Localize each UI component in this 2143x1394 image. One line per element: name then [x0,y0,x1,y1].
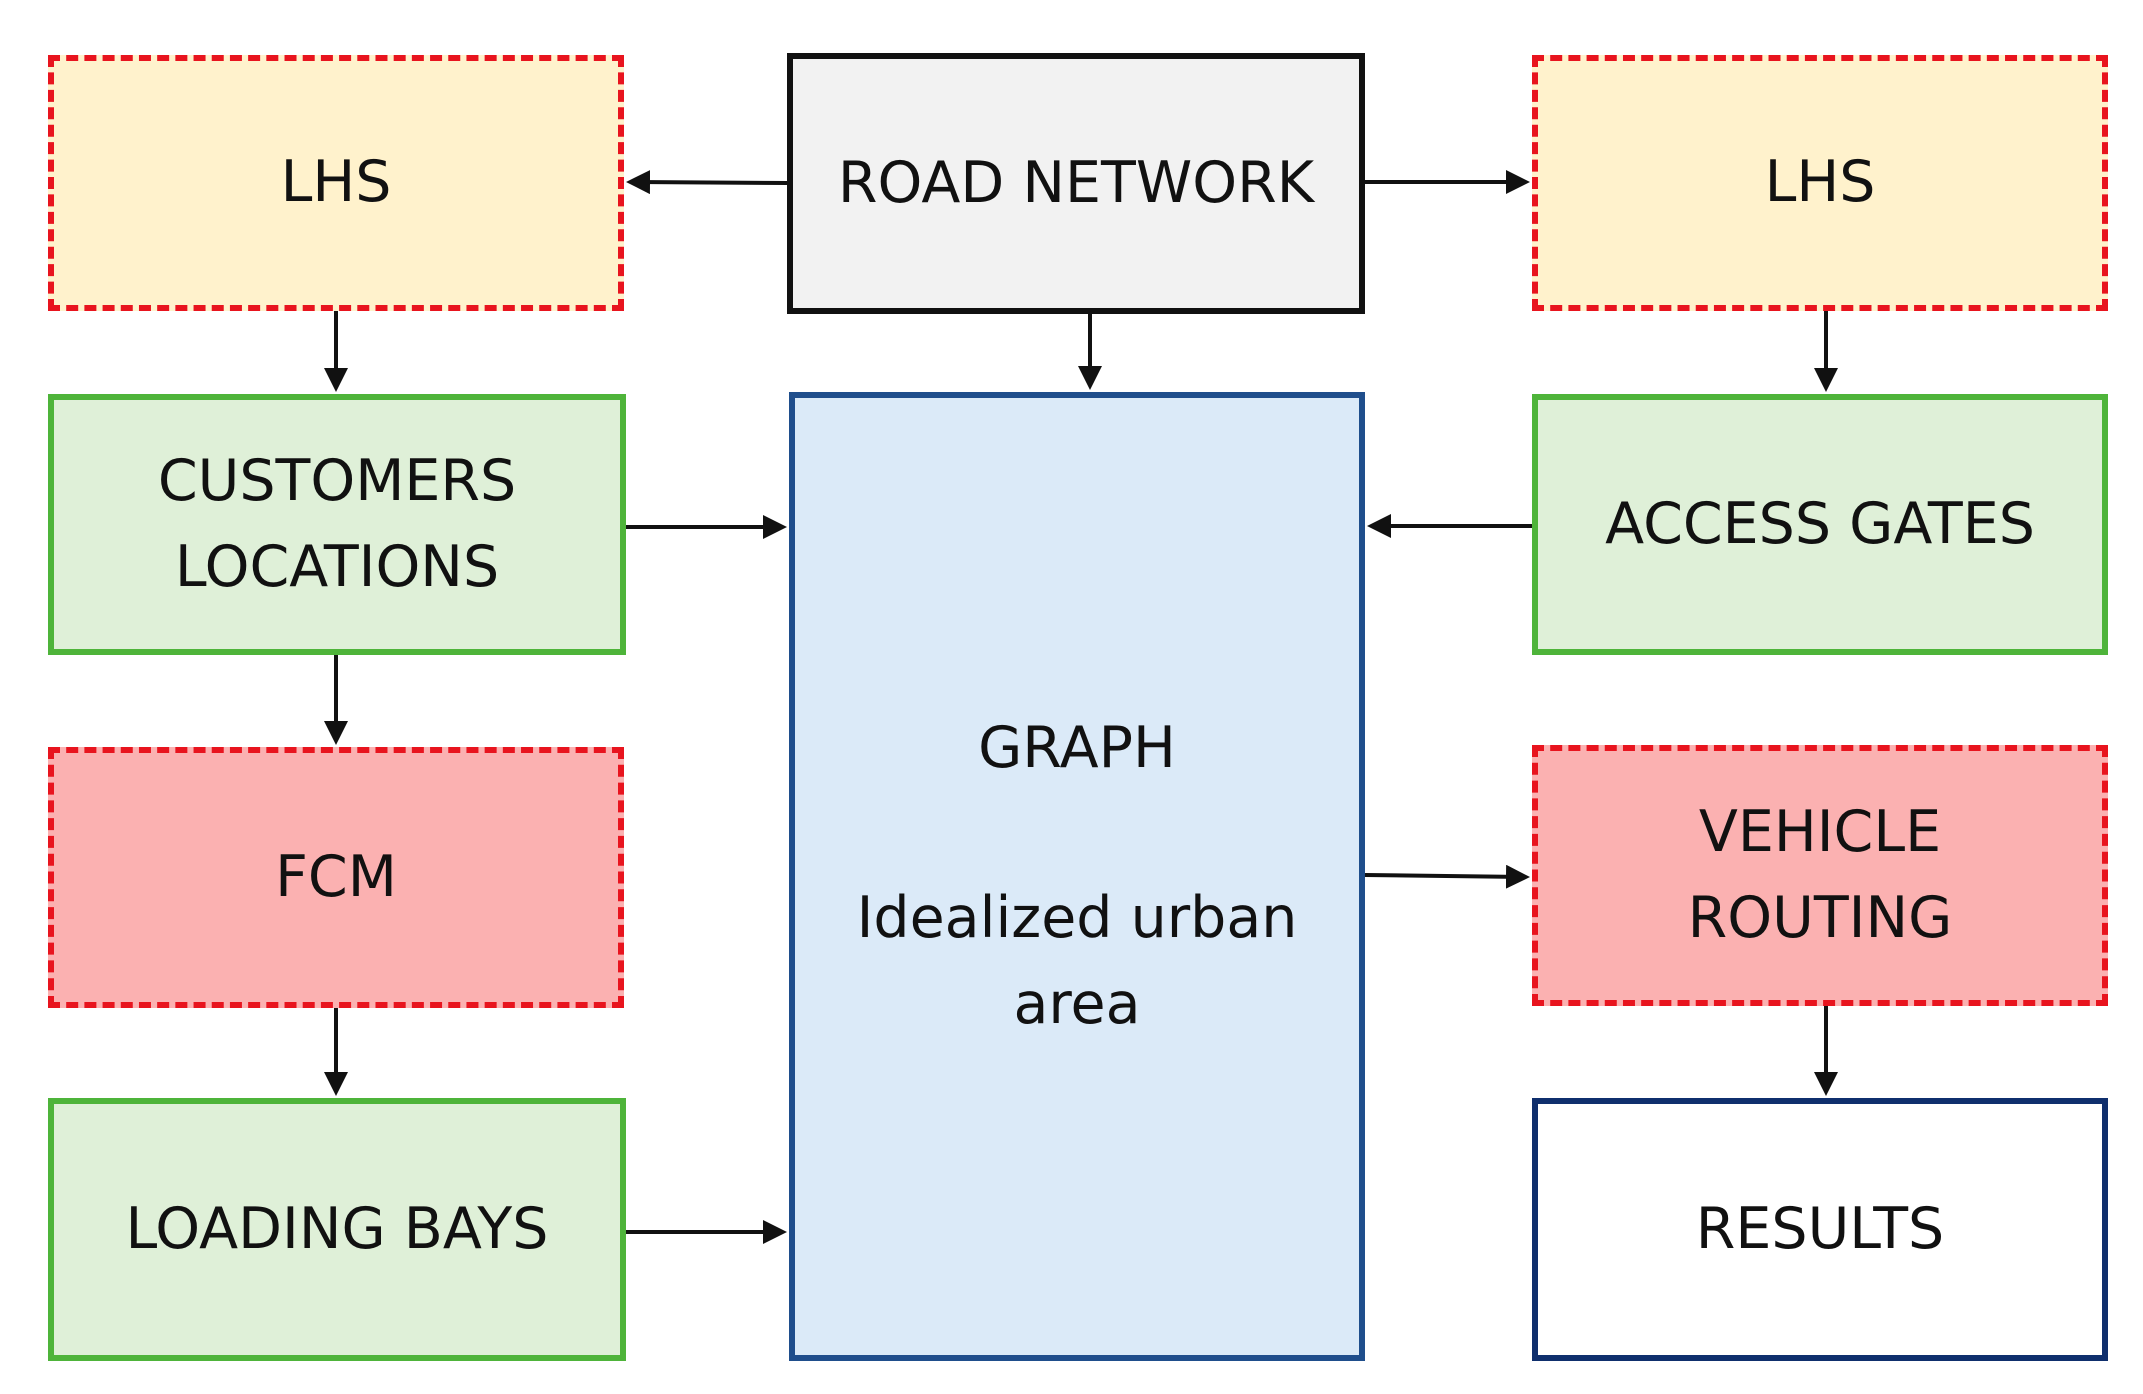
vehicle-routing-label-line2: ROUTING [1687,884,1953,951]
lhs-right-label: LHS [1764,149,1876,216]
arrow-graph-to-vehicle-routing [1364,864,1530,889]
customers-locations-label-line2: LOCATIONS [174,533,500,600]
graph-subtitle-line2: area [1013,970,1141,1037]
road-network-label: ROAD NETWORK [837,149,1315,216]
loading-bays-box: LOADING BAYS [48,1098,626,1361]
lhs-left-label: LHS [280,149,392,216]
graph-title: GRAPH [978,714,1176,781]
loading-bays-label: LOADING BAYS [125,1195,549,1262]
graph-box: GRAPH Idealized urban area [789,392,1365,1361]
lhs-left-box: LHS [48,55,624,311]
road-network-box: ROAD NETWORK [787,53,1365,314]
fcm-box: FCM [48,747,624,1008]
results-box: RESULTS [1532,1098,2108,1361]
vehicle-routing-label-line1: VEHICLE [1698,799,1942,865]
access-gates-box: ACCESS GATES [1532,394,2108,655]
graph-subtitle-line1: Idealized urban [856,885,1298,952]
results-label: RESULTS [1695,1195,1945,1262]
customers-locations-box: CUSTOMERS LOCATIONS [48,394,626,655]
arrow-road-to-lhs-left [626,170,788,195]
customers-locations-label-line1: CUSTOMERS [157,448,517,514]
lhs-right-box: LHS [1532,55,2108,311]
fcm-label: FCM [275,843,397,910]
access-gates-label: ACCESS GATES [1605,490,2035,557]
vehicle-routing-box: VEHICLE ROUTING [1532,745,2108,1006]
